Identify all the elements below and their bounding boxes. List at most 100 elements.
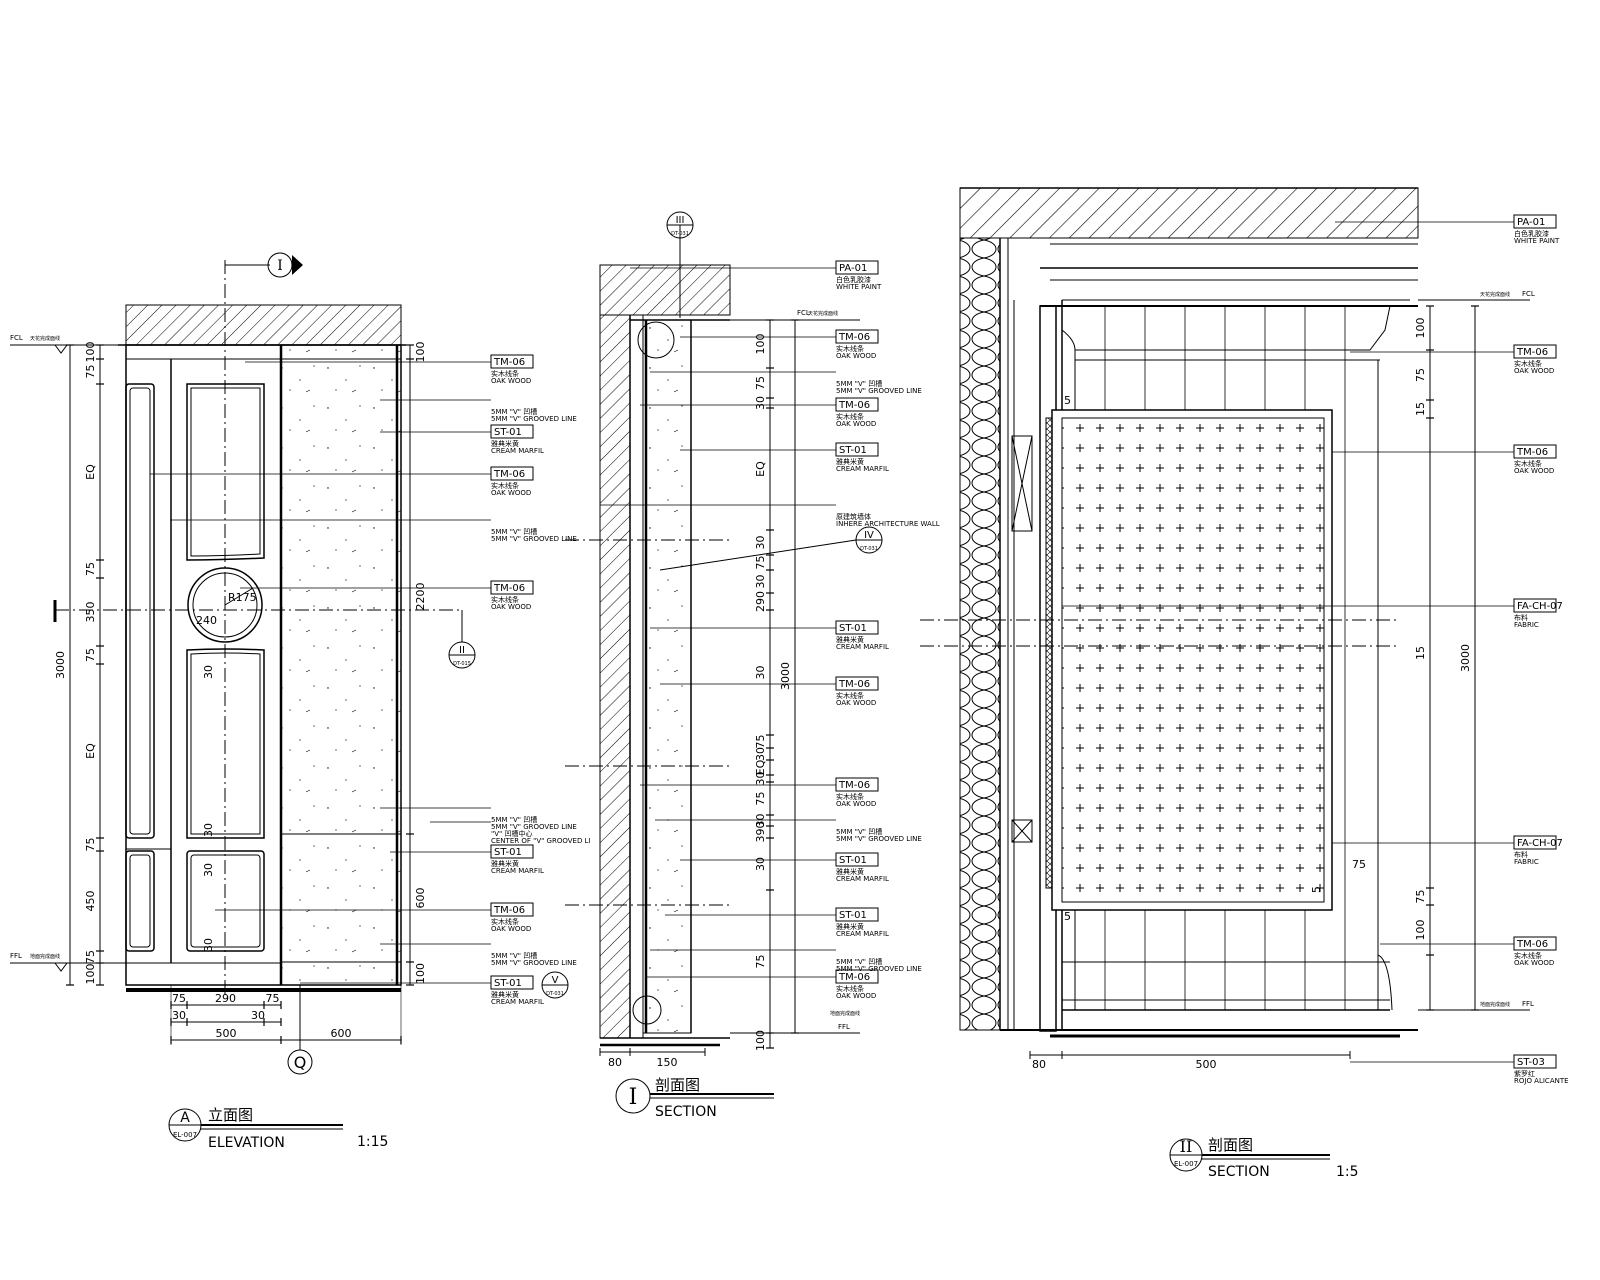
- section-i-mid-callout-roman: IV: [864, 530, 874, 541]
- elevation-bottom-dim: 30: [172, 1009, 186, 1022]
- detail-callout-sheet: DT-015: [453, 661, 471, 667]
- section-ii-material-label-cn: 紫罗红: [1514, 1069, 1535, 1078]
- elevation-left-dim: 75: [84, 838, 97, 852]
- section-i-material-label-en: CREAM MARFIL: [836, 875, 889, 883]
- elevation-material-label-cn: 实木线条: [491, 917, 519, 926]
- section-ii-total-dim: 3000: [1459, 644, 1472, 672]
- elevation-bottom-dim: 600: [331, 1027, 352, 1040]
- section-i-dim: 30: [754, 396, 767, 410]
- section-i-material-label-tag: ST-01: [839, 855, 867, 866]
- section-i-material-label-cn: 实木线条: [836, 412, 864, 421]
- elevation-material-label-tag: TM-06: [493, 469, 525, 480]
- section-i-material-label-en: OAK WOOD: [836, 699, 876, 707]
- section-ii-material-label-en: FABRIC: [1514, 858, 1539, 866]
- elevation-material-label-en: 5MM "V" GROOVED LINE: [491, 823, 577, 831]
- section-ii-dim: 75: [1414, 368, 1427, 382]
- section-mark-i: I: [277, 258, 283, 274]
- elevation-left-dim: EQ: [84, 464, 97, 480]
- section-i-dim: 30: [754, 772, 767, 786]
- section-i-material-label-cn: 5MM "V" 凹槽: [836, 379, 882, 388]
- section-i-material-label-tag: TM-06: [838, 332, 870, 343]
- section-i-material-label-cn: 雅典米黄: [836, 635, 864, 644]
- elevation-material-label-en: CREAM MARFIL: [491, 867, 544, 875]
- elevation-material-label-en: OAK WOOD: [491, 925, 531, 933]
- section-i-top-callout-roman: III: [676, 215, 685, 226]
- elevation-material-label-en: 5MM "V" GROOVED LINE: [491, 415, 577, 423]
- section-i-level-fcl: FCL: [797, 309, 810, 317]
- elevation-material-label-cn: 雅典米黄: [491, 990, 519, 999]
- section-ii-misc-dim: 5: [1064, 394, 1071, 407]
- elevation-left-dim: 75: [84, 562, 97, 576]
- section-ii-material-label-tag: TM-06: [1516, 447, 1548, 458]
- level-fcl-label: FCL: [10, 334, 23, 342]
- section-i-material-label-cn: 雅典米黄: [836, 867, 864, 876]
- elevation-bottom-dim: 75: [266, 992, 280, 1005]
- elevation-title-block: A EL-007 立面图 ELEVATION 1:15: [168, 1106, 388, 1151]
- section-i-level-fcl-cn: 天花完成面线: [808, 310, 838, 317]
- section-i-total-dim: 3000: [779, 662, 792, 690]
- elevation-material-label-tag: ST-01: [494, 978, 522, 989]
- section-i-material-label-cn: 实木线条: [836, 792, 864, 801]
- section-ii-level-fcl-cn: 天花完成面线: [1480, 291, 1510, 298]
- elevation-view: R175 I Q FCL 天花完成面线 FFL 地面完成面线 10075EQ75…: [10, 252, 591, 1151]
- section-i-dim: 30: [754, 747, 767, 761]
- section-i-material-label-cn: 5MM "V" 凹槽: [836, 957, 882, 966]
- section-ii-dim: 15: [1414, 402, 1427, 416]
- elevation-right-dim: 100: [414, 963, 427, 984]
- section-ii-material-label-tag: TM-06: [1516, 939, 1548, 950]
- section-ii-scale: 1:5: [1336, 1164, 1359, 1180]
- section-ii-view: 天花完成面线 FCL 地面完成面线 FFL 100751515751003000…: [920, 187, 1569, 1180]
- section-i-material-label-en: 5MM "V" GROOVED LINE: [836, 835, 922, 843]
- section-ii-material-label-cn: 实木线条: [1514, 951, 1542, 960]
- section-i-bottom-dim: 150: [657, 1056, 678, 1069]
- elevation-scale: 1:15: [357, 1134, 388, 1150]
- section-i-title-cn: 剖面图: [655, 1076, 700, 1094]
- section-i-material-label-en: CREAM MARFIL: [836, 465, 889, 473]
- section-i-material-label-tag: TM-06: [838, 972, 870, 983]
- section-i-material-label-cn: 白色乳胶漆: [836, 275, 871, 284]
- section-ii-material-label-en: ROJO ALICANTE: [1514, 1077, 1569, 1085]
- section-i-material-label-en: CREAM MARFIL: [836, 930, 889, 938]
- section-i-dim: 100: [754, 334, 767, 355]
- elevation-material-label-cn: 实木线条: [491, 369, 519, 378]
- detail-callout-sheet: DT-031: [546, 991, 564, 997]
- section-ii-misc-dim: 5: [1064, 910, 1071, 923]
- elevation-material-label-cn: 雅典米黄: [491, 859, 519, 868]
- elevation-bottom-dim: 500: [216, 1027, 237, 1040]
- elevation-title-en: ELEVATION: [208, 1135, 285, 1151]
- section-ii-material-label-en: OAK WOOD: [1514, 959, 1554, 967]
- section-i-material-label-en: 5MM "V" GROOVED LINE: [836, 965, 922, 973]
- elevation-left-dim: 75: [84, 950, 97, 964]
- level-ffl-cn: 地面完成面线: [30, 953, 60, 960]
- section-ii-dim: 75: [1414, 890, 1427, 904]
- elevation-material-label-tag: TM-06: [493, 357, 525, 368]
- section-i-dim: 75: [754, 735, 767, 749]
- section-ii-material-label-en: FABRIC: [1514, 621, 1539, 629]
- section-ii-level-ffl-cn: 地面完成面线: [1480, 1001, 1510, 1008]
- detail-callout-roman: V: [552, 975, 559, 986]
- section-i-material-label-en: WHITE PAINT: [836, 283, 882, 291]
- section-i-dim: 30: [754, 575, 767, 589]
- section-ii-material-label-tag: ST-03: [1517, 1057, 1545, 1068]
- section-i-dim: EQ: [754, 461, 767, 477]
- section-ii-dim: 100: [1414, 920, 1427, 941]
- elevation-material-label-cn: 实木线条: [491, 595, 519, 604]
- section-i-material-label-tag: TM-06: [838, 679, 870, 690]
- section-i-dim: 30: [754, 814, 767, 828]
- section-i-level-ffl: FFL: [838, 1023, 850, 1031]
- section-i-dim: 75: [754, 792, 767, 806]
- section-ii-material-label-en: OAK WOOD: [1514, 467, 1554, 475]
- elevation-total-dim: 3000: [54, 651, 67, 679]
- elevation-material-label-cn: 5MM "V" 凹槽: [491, 951, 537, 960]
- section-ii-title-cn: 剖面图: [1208, 1136, 1253, 1154]
- elevation-inner-dim: 30: [202, 665, 215, 679]
- section-i-material-label-en: OAK WOOD: [836, 992, 876, 1000]
- section-ii-dim: 15: [1414, 646, 1427, 660]
- section-i-dim: 390: [754, 822, 767, 843]
- elevation-left-dim: 100: [84, 342, 97, 363]
- section-i-level-ffl-cn: 地面完成面线: [830, 1010, 860, 1017]
